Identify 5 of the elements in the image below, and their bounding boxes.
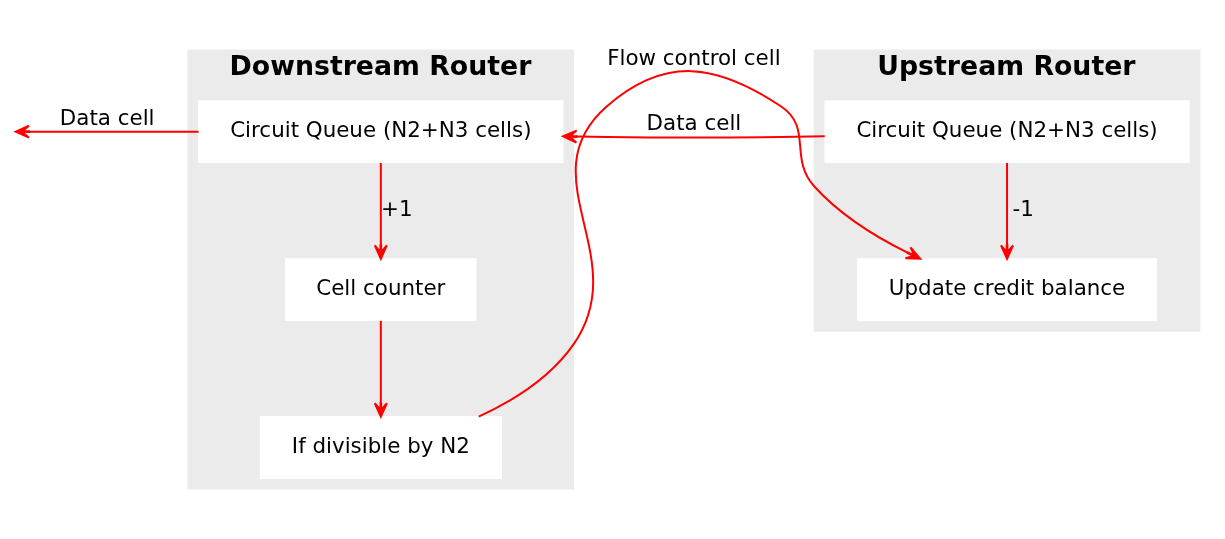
edge-label: Flow control cell [607, 44, 781, 70]
edge-label: +1 [381, 195, 413, 221]
edge-label: -1 [1012, 195, 1034, 221]
edge-label: Data cell [59, 104, 155, 130]
edge-label: Data cell [646, 110, 742, 136]
